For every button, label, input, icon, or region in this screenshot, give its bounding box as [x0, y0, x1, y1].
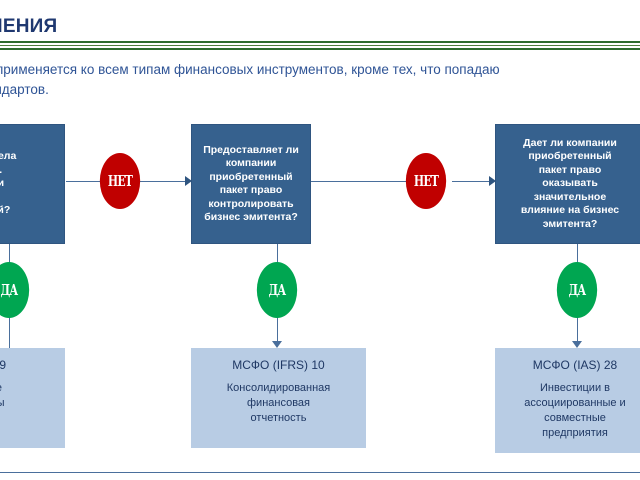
question-3-line-6: влияние на бизнес [520, 204, 620, 217]
badge-yes-1-label: ДА [0, 281, 19, 299]
result-3-code: МСФО (IAS) 28 [532, 358, 618, 372]
badge-no-1[interactable]: НЕТ [99, 153, 141, 209]
badge-no-1-label: НЕТ [107, 172, 133, 190]
badge-no-2-label: НЕТ [413, 172, 439, 190]
question-box-1[interactable]: обрела й. ли я ной? [0, 124, 65, 244]
header-divider-mid [0, 45, 640, 46]
connector-yes1-to-r1 [9, 315, 10, 348]
connector-q1-to-yes1 [9, 243, 10, 273]
question-3-line-4: оказывать [542, 177, 598, 190]
result-1-name-line-1: ые [0, 381, 65, 396]
intro-paragraph: ндарт применяется ко всем типам финансов… [0, 60, 640, 100]
page-title: МЕНЕНИЯ [0, 16, 58, 37]
badge-yes-2[interactable]: ДА [256, 262, 298, 318]
result-2-name-line-1: Консолидированная [226, 382, 331, 394]
result-3-name-line-2: ассоциированные и [524, 397, 626, 409]
question-2-line-2: компании [225, 157, 277, 169]
intro-line-2: их стандартов. [0, 82, 49, 97]
result-1-name-line-2: нты [0, 397, 5, 409]
result-1-code: S) 9 [0, 358, 6, 372]
result-2-code: МСФО (IFRS) 10 [232, 358, 325, 372]
question-3-line-7: эмитента? [542, 217, 598, 230]
arrow-into-r3 [572, 341, 582, 348]
question-3-line-5: значительное [533, 190, 607, 203]
arrow-into-q2 [185, 176, 192, 186]
connector-q2-to-no2 [311, 181, 407, 182]
result-box-1[interactable]: S) 9 ые нты [0, 348, 65, 448]
question-3-line-2: приобретенный [528, 150, 612, 163]
badge-yes-2-label: ДА [268, 281, 287, 299]
result-3-name-line-3: совместные [544, 412, 606, 424]
result-box-2[interactable]: МСФО (IFRS) 10 Консолидированная финансо… [191, 348, 366, 448]
connector-q2-to-yes2 [277, 243, 278, 273]
question-2-line-3: приобретенный [209, 170, 293, 183]
header-divider-top [0, 41, 640, 43]
badge-no-2[interactable]: НЕТ [405, 153, 447, 209]
result-2-name-line-3: отчетность [250, 412, 307, 424]
question-2-line-5: контролировать [208, 197, 294, 210]
question-box-3[interactable]: Дает ли компании приобретенный пакет пра… [495, 124, 640, 244]
question-1-line-4: я [0, 191, 16, 205]
arrow-into-q3 [489, 176, 496, 186]
badge-yes-3-label: ДА [568, 281, 587, 299]
question-1-line-5: ной? [0, 204, 11, 217]
footer-divider [0, 472, 640, 473]
question-2-line-1: Предоставляет ли [203, 143, 299, 156]
question-1-line-2: й. [0, 164, 16, 178]
connector-no1-to-q2 [140, 181, 190, 182]
result-2-name-line-2: финансовая [247, 397, 310, 409]
question-3-line-1: Дает ли компании [523, 136, 617, 149]
connector-q3-to-yes3 [577, 243, 578, 273]
connector-no2-to-q3 [452, 181, 494, 182]
badge-yes-3[interactable]: ДА [556, 262, 598, 318]
question-3-line-3: пакет право [538, 163, 602, 176]
result-3-name-line-1: Инвестиции в [540, 382, 610, 394]
question-1-line-1: обрела [0, 150, 17, 163]
badge-yes-1[interactable]: ДА [0, 262, 30, 318]
connector-yes2-to-r2 [277, 315, 278, 343]
connector-q1-to-no1 [66, 181, 104, 182]
result-box-3[interactable]: МСФО (IAS) 28 Инвестиции в ассоциированн… [495, 348, 640, 453]
header-divider-bottom [0, 48, 640, 50]
question-1-line-3: ли [0, 177, 5, 190]
connector-yes3-to-r3 [577, 315, 578, 343]
result-3-name-line-4: предприятия [542, 427, 608, 439]
question-2-line-6: бизнес эмитента? [204, 211, 298, 223]
question-box-2[interactable]: Предоставляет ли компании приобретенный … [191, 124, 311, 244]
question-2-line-4: пакет право [219, 184, 283, 196]
arrow-into-r2 [272, 341, 282, 348]
intro-line-1: ндарт применяется ко всем типам финансов… [0, 62, 500, 77]
